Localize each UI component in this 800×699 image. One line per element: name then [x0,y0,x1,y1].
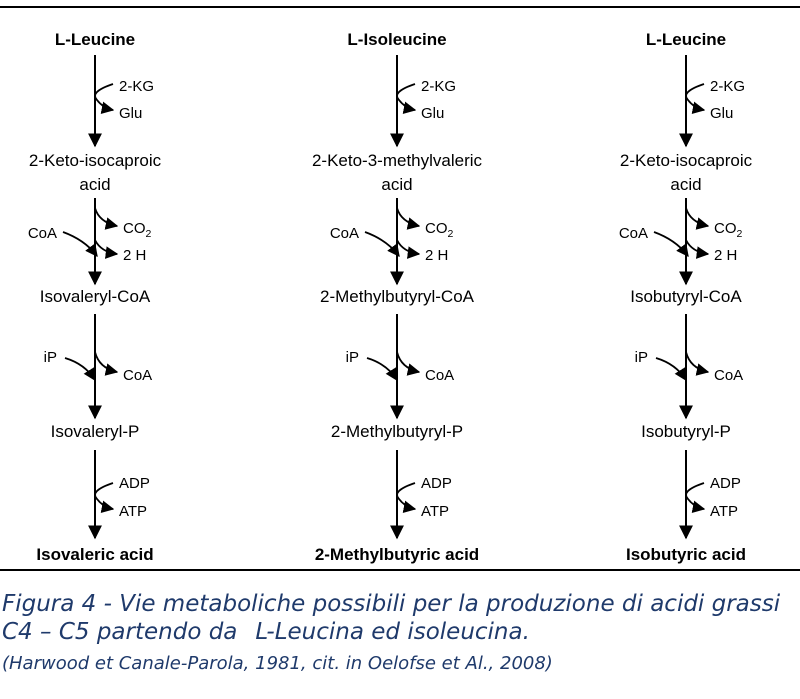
intermediate-keto-acid: 2-Keto-isocaproic [620,151,753,170]
cofactor-label: CoA [714,367,743,384]
pathway-1: L-Isoleucine 2-Methylbutyric acid 2-Keto-3… [312,30,483,564]
cofactor-out-arrow [396,351,421,376]
cofactor-label: 2-KG [421,78,456,95]
intermediate-acyl-phosphate: 2-Methylbutyryl-P [331,422,463,441]
cofactor-in-arrow [364,231,400,258]
cofactor-label: Glu [421,105,444,122]
cofactor-label: ADP [119,475,150,492]
cofactor-label: 2 H [123,247,146,264]
intermediate-keto-acid: 2-Keto-isocaproic [29,151,162,170]
cofactor-curl-arrow [94,482,115,513]
cofactor-label: ATP [119,503,147,520]
cofactor-out-arrow [685,239,710,259]
pathway-end: 2-Methylbutyric acid [315,545,479,564]
caption-line-2b: L-Leucina ed isoleucina. [255,619,530,645]
cofactor-out-arrow [685,351,710,376]
cofactor-left-label: iP [635,349,648,366]
caption-source: (Harwood et Canale-Parola, 1981, cit. in… [2,653,553,674]
cofactor-out-arrow [685,207,710,230]
caption-line-2a: C4 – C5 partendo da [2,619,238,645]
intermediate-acyl-coa: Isobutyryl-CoA [630,287,742,306]
cofactor-left-label: CoA [619,225,648,242]
intermediate-acyl-phosphate: Isobutyryl-P [641,422,731,441]
intermediate-acyl-coa: 2-Methylbutyryl-CoA [320,287,475,306]
cofactor-out-arrow [94,351,119,376]
cofactor-label: ATP [421,503,449,520]
cofactor-curl-arrow [685,482,706,513]
pathway-end: Isobutyric acid [626,545,746,564]
cofactor-label: 2-KG [119,78,154,95]
cofactor-label: CO2 [714,220,743,240]
cofactor-label: CoA [123,367,152,384]
bottom-rule [0,569,800,571]
cofactor-in-arrow [653,231,689,258]
cofactor-in-arrow [62,231,98,258]
cofactor-in-arrow [655,357,687,382]
pathway-start: L-Leucine [55,30,135,49]
cofactor-label: CO2 [425,220,454,240]
intermediate-keto-acid-line2: acid [79,175,110,194]
cofactor-label: ADP [710,475,741,492]
cofactor-label: 2-KG [710,78,745,95]
intermediate-acyl-coa: Isovaleryl-CoA [40,287,151,306]
cofactor-left-label: CoA [28,225,57,242]
cofactor-left-label: iP [44,349,57,366]
cofactor-in-arrow [366,357,398,382]
cofactor-out-arrow [396,239,421,259]
cofactor-left-label: iP [346,349,359,366]
top-rule [0,6,800,8]
cofactor-curl-arrow [685,83,706,114]
cofactor-curl-arrow [396,482,417,513]
intermediate-keto-acid: 2-Keto-3-methylvaleric [312,151,483,170]
intermediate-acyl-phosphate: Isovaleryl-P [51,422,140,441]
cofactor-out-arrow [396,207,421,230]
cofactor-left-label: CoA [330,225,359,242]
cofactor-label: Glu [710,105,733,122]
cofactor-label: 2 H [714,247,737,264]
pathway-end: Isovaleric acid [36,545,153,564]
intermediate-keto-acid-line2: acid [381,175,412,194]
intermediate-keto-acid-line2: acid [670,175,701,194]
cofactor-label: ATP [710,503,738,520]
cofactor-curl-arrow [396,83,417,114]
cofactor-label: CoA [425,367,454,384]
cofactor-label: ADP [421,475,452,492]
pathway-start: L-Leucine [646,30,726,49]
cofactor-out-arrow [94,239,119,259]
cofactor-label: 2 H [425,247,448,264]
caption-line-2: C4 – C5 partendo da L-Leucina ed isoleuci… [2,618,530,646]
caption-line-1: Figura 4 - Vie metaboliche possibili per… [2,591,781,617]
cofactor-in-arrow [64,357,96,382]
pathway-start: L-Isoleucine [347,30,446,49]
cofactor-out-arrow [94,207,119,230]
cofactor-label: Glu [119,105,142,122]
cofactor-label: CO2 [123,220,152,240]
cofactor-curl-arrow [94,83,115,114]
